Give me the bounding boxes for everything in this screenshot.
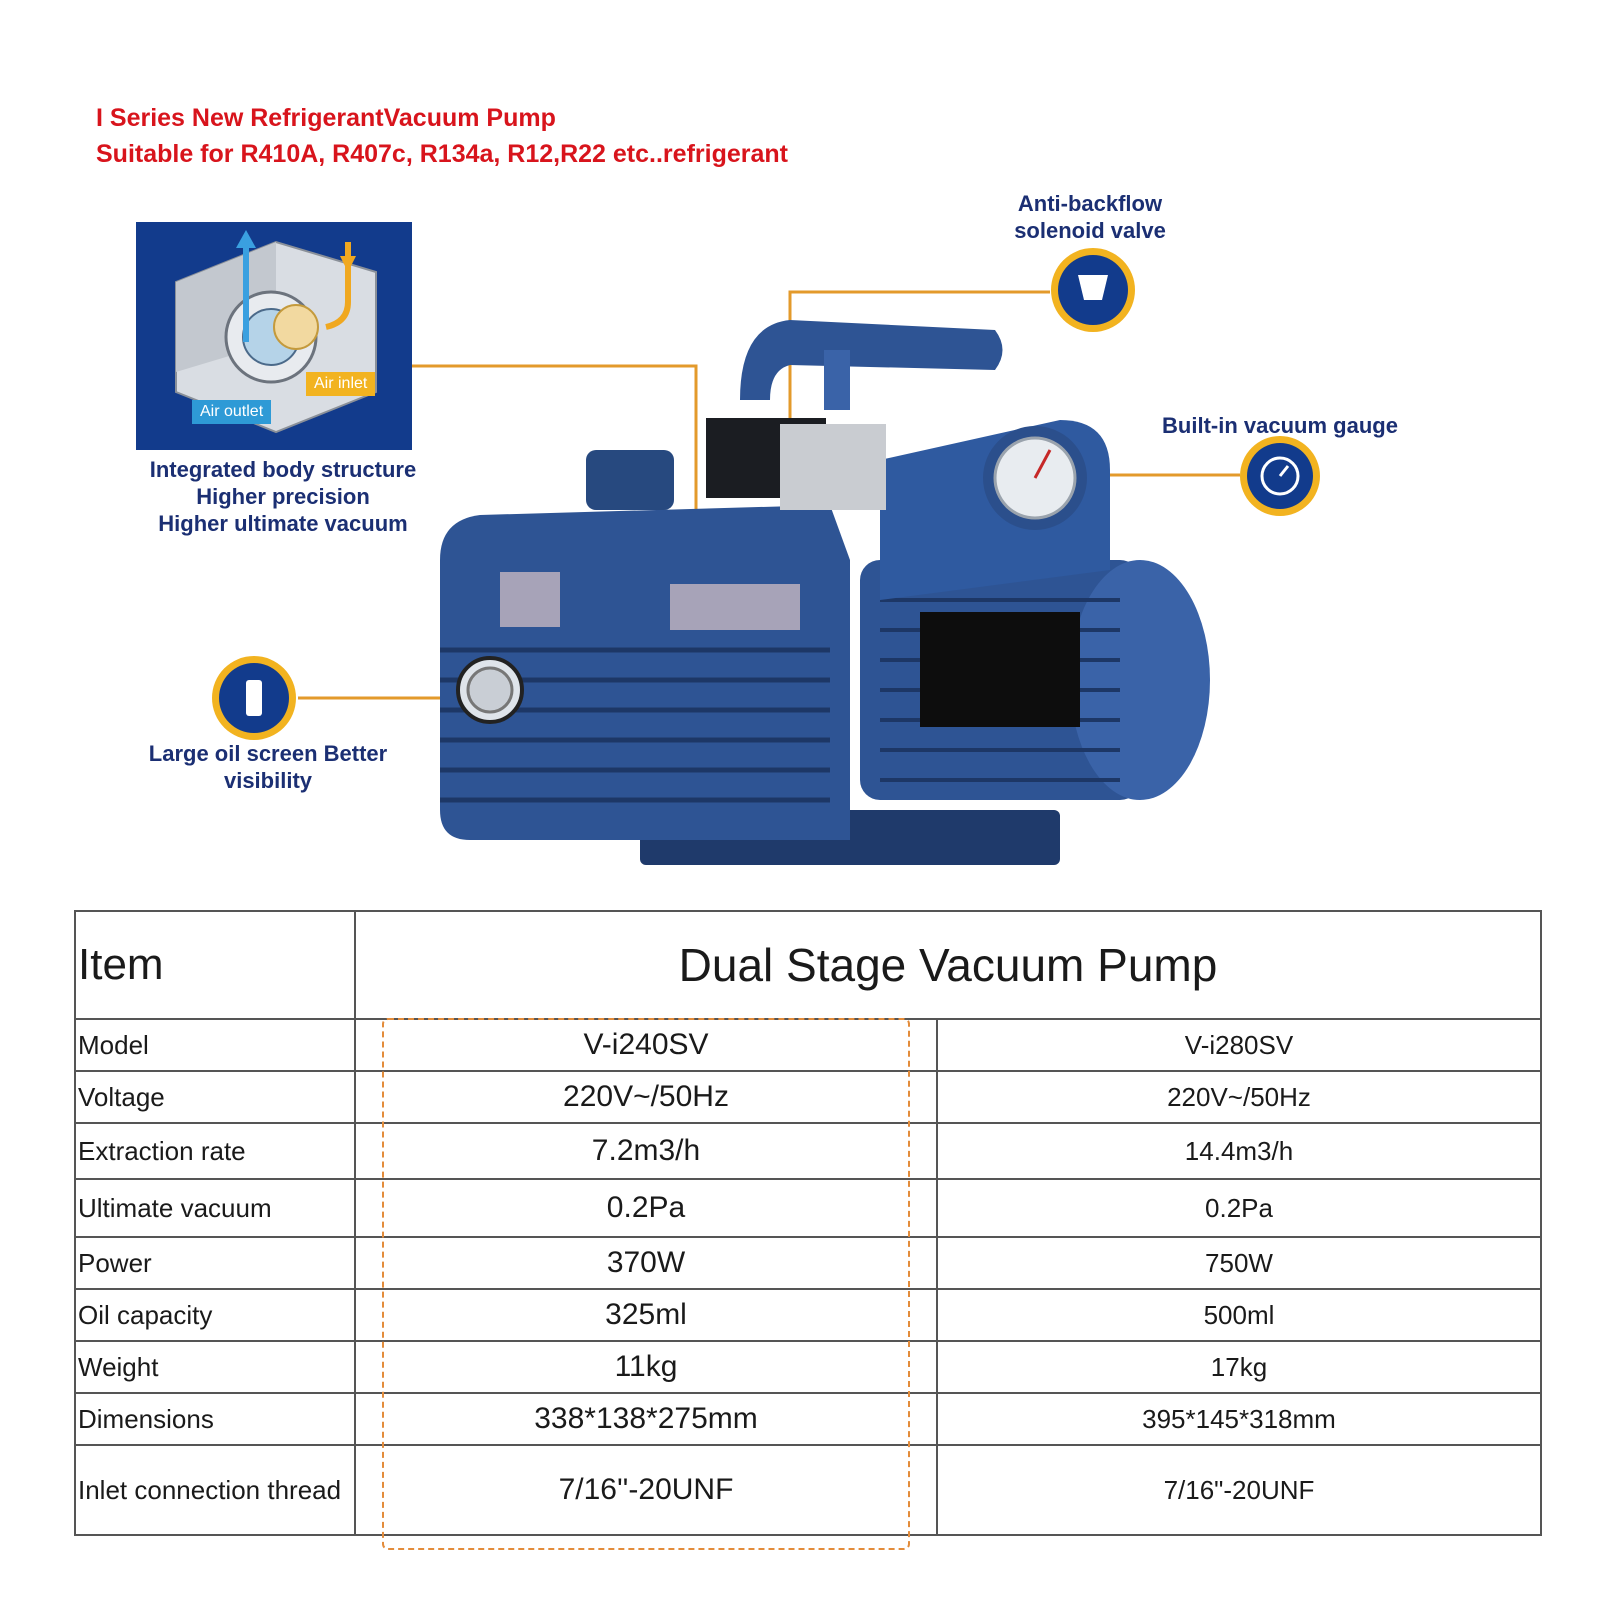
row-label: Oil capacity	[74, 1288, 356, 1342]
model-1-value: 0.2Pa	[354, 1178, 938, 1238]
air-outlet-label: Air outlet	[192, 400, 272, 424]
row-label: Model	[74, 1018, 356, 1072]
model-1-value: 11kg	[354, 1340, 938, 1394]
callout-line: Anti-backflow	[1017, 191, 1163, 216]
row-label: Ultimate vacuum	[74, 1178, 356, 1238]
table-header-row: Item Dual Stage Vacuum Pump	[74, 910, 1542, 1020]
callout-line: visibility	[223, 768, 313, 793]
callout-line: Higher precision	[196, 484, 370, 509]
model-2-value: 395*145*318mm	[936, 1392, 1542, 1446]
model-1-value: 370W	[354, 1236, 938, 1290]
model-2-value: 7/16"-20UNF	[936, 1444, 1542, 1536]
model-2-value: V-i280SV	[936, 1018, 1542, 1072]
model-1-value: 220V~/50Hz	[354, 1070, 938, 1124]
callout-line: solenoid valve	[1014, 218, 1166, 243]
integrated-structure-callout: Integrated body structure Higher precisi…	[118, 456, 448, 537]
model-2-value: 14.4m3/h	[936, 1122, 1542, 1180]
row-label: Dimensions	[74, 1392, 356, 1446]
headline-line-2: Suitable for R410A, R407c, R134a, R12,R2…	[96, 140, 788, 168]
air-inlet-label: Air inlet	[306, 372, 376, 396]
item-header: Item	[74, 910, 356, 1020]
callout-line: Higher ultimate vacuum	[158, 511, 408, 536]
headline-line-1: I Series New RefrigerantVacuum Pump	[96, 104, 556, 132]
rotor-cutaway-illustration	[175, 230, 377, 434]
model-2-value: 220V~/50Hz	[936, 1070, 1542, 1124]
row-label: Weight	[74, 1340, 356, 1394]
model-1-value: 7.2m3/h	[354, 1122, 938, 1180]
vacuum-gauge-callout: Built-in vacuum gauge	[1162, 413, 1398, 438]
model-2-value: 0.2Pa	[936, 1178, 1542, 1238]
callout-line: Integrated body structure	[149, 457, 417, 482]
model-2-value: 500ml	[936, 1288, 1542, 1342]
pump-illustration	[212, 248, 1320, 865]
redacted-label	[920, 612, 1080, 727]
solenoid-valve-icon	[1051, 248, 1135, 332]
row-label: Voltage	[74, 1070, 356, 1124]
vacuum-gauge-icon	[1240, 436, 1320, 516]
solenoid-valve-callout: Anti-backflow solenoid valve	[990, 190, 1190, 244]
model-1-value: 325ml	[354, 1288, 938, 1342]
model-2-value: 750W	[936, 1236, 1542, 1290]
model-1-value: 7/16''-20UNF	[354, 1444, 938, 1536]
row-label: Power	[74, 1236, 356, 1290]
headline: I Series New RefrigerantVacuum Pump Suit…	[96, 100, 788, 172]
internal-structure-diagram: Air inlet Air outlet	[136, 222, 412, 450]
model-1-value: 338*138*275mm	[354, 1392, 938, 1446]
callout-line: Large oil screen Better	[148, 741, 388, 766]
oil-screen-callout: Large oil screen Better visibility	[118, 740, 418, 794]
model-2-value: 17kg	[936, 1340, 1542, 1394]
row-label: Extraction rate	[74, 1122, 356, 1180]
table-title: Dual Stage Vacuum Pump	[354, 910, 1542, 1020]
oil-screen-icon	[212, 656, 296, 740]
model-1-value: V-i240SV	[354, 1018, 938, 1072]
row-label: Inlet connection thread	[74, 1444, 356, 1536]
